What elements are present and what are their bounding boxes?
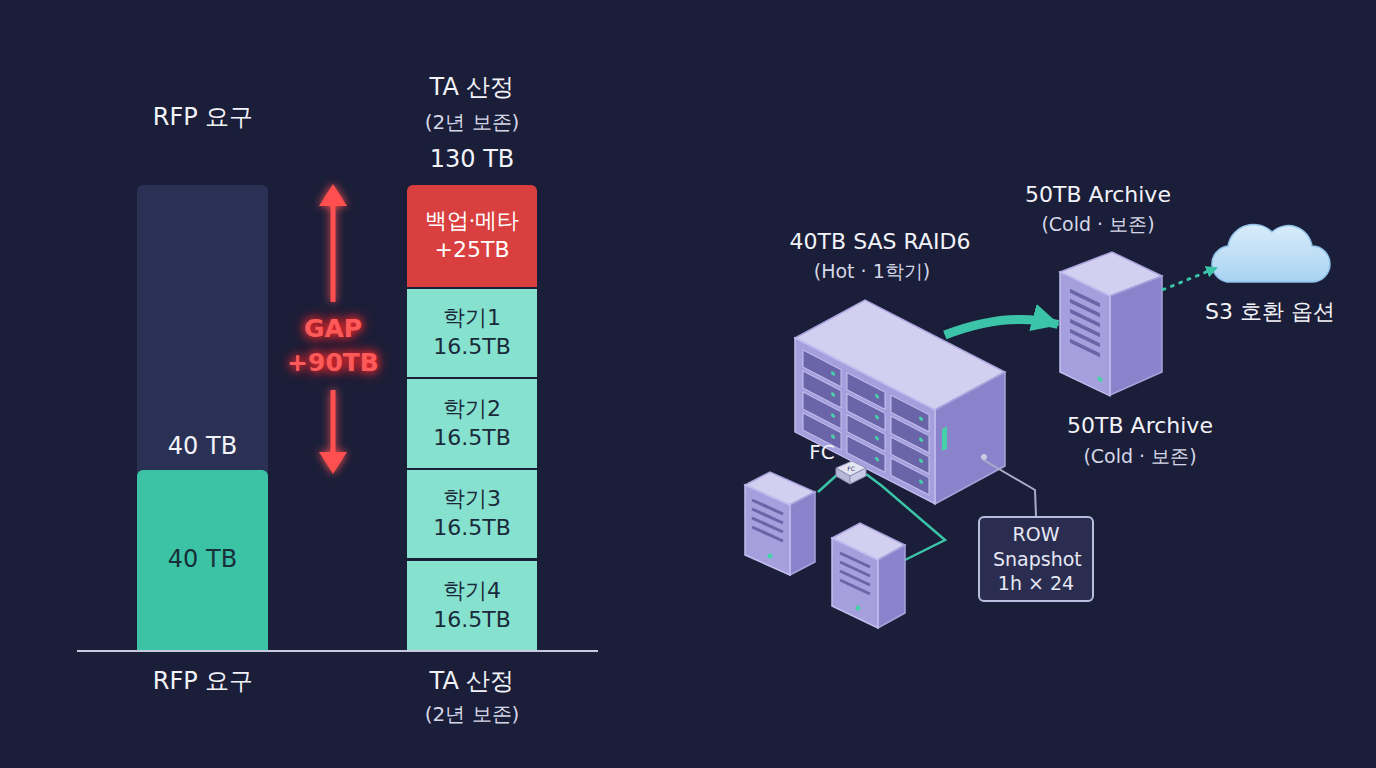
host-server [745,472,815,575]
text-label: (Cold · 보존) [1083,444,1196,469]
node-text: 백업·메타 +25TB [420,207,524,264]
node-text: 학기2 16.5TB [422,395,522,452]
diagram-node: 학기1 16.5TB [407,289,537,377]
connector [945,319,1058,335]
diagram-node: 40 TB 40 TB [137,185,268,650]
diagram-node: 학기2 16.5TB [407,379,537,468]
node-text: (Hot · 1학기) [814,259,930,284]
diagram-node: FCFC [836,462,866,482]
text-label: 50TB Archive [1067,412,1213,441]
node-text: FC [809,439,834,465]
node-text: 50TB Archive [1025,181,1171,210]
archive-server [1060,252,1162,396]
host-server [832,523,905,628]
node-text: FC [847,465,855,473]
node-text: 학기3 16.5TB [422,485,522,542]
connector [984,460,1037,516]
node-text: 40TB SAS RAID6 [790,228,971,257]
text-label: GAP +90TB [281,312,385,380]
chart-baseline [77,650,598,652]
diagram-node: 학기4 16.5TB [407,561,537,650]
text-label: TA 산정 [430,72,515,103]
text-label: 130 TB [430,144,515,175]
storage-array [795,300,1005,504]
connector [1163,267,1218,290]
diagram-node: 40 TB [137,470,268,650]
text-label: (2년 보존) [425,109,520,135]
node-text: 40 TB [168,431,237,462]
node-text: 학기4 16.5TB [422,577,522,634]
cloud-symbol [1212,224,1330,282]
diagram-node: ROW Snapshot 1h × 24 [978,516,1094,602]
text-label: RFP 요구 [153,666,254,697]
text-label: RFP 요구 [153,102,254,133]
diagram-node: 50TB Archive(Cold · 보존) [1058,252,1163,397]
diagram-node: 백업·메타 +25TB [407,185,537,287]
diagram-node: S3 호환 옵션 [1218,228,1324,284]
diagram-node: 학기3 16.5TB [407,470,537,558]
text-label: (2년 보존) [425,701,520,727]
text-label: TA 산정 [430,666,515,697]
node-text: S3 호환 옵션 [1205,298,1335,327]
node-text: (Cold · 보존) [1041,212,1154,237]
node-text: 학기1 16.5TB [422,304,522,361]
node-text: 40 TB [148,544,258,575]
node-text: ROW Snapshot 1h × 24 [993,522,1079,596]
